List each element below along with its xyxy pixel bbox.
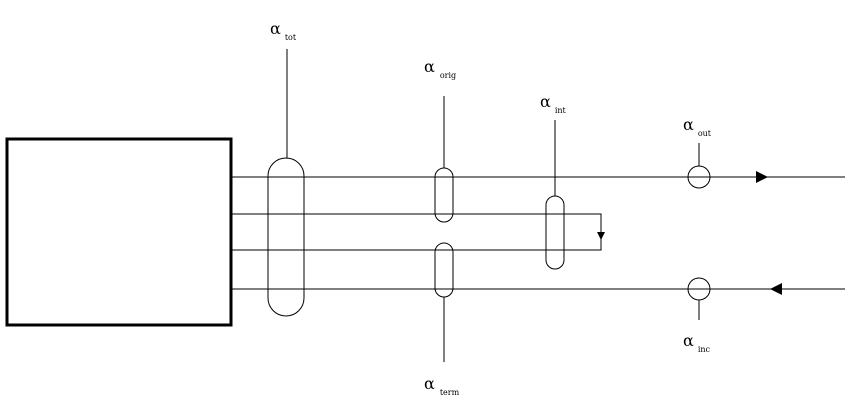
probe-orig (434, 167, 454, 223)
probe-tot (267, 157, 305, 317)
incoming-arrow-icon (770, 283, 782, 295)
probe-int (545, 195, 565, 270)
device-box (5, 137, 233, 327)
probe-out (687, 165, 711, 189)
outgoing-arrow-icon (756, 171, 768, 183)
loop-arrow-icon (597, 232, 605, 240)
